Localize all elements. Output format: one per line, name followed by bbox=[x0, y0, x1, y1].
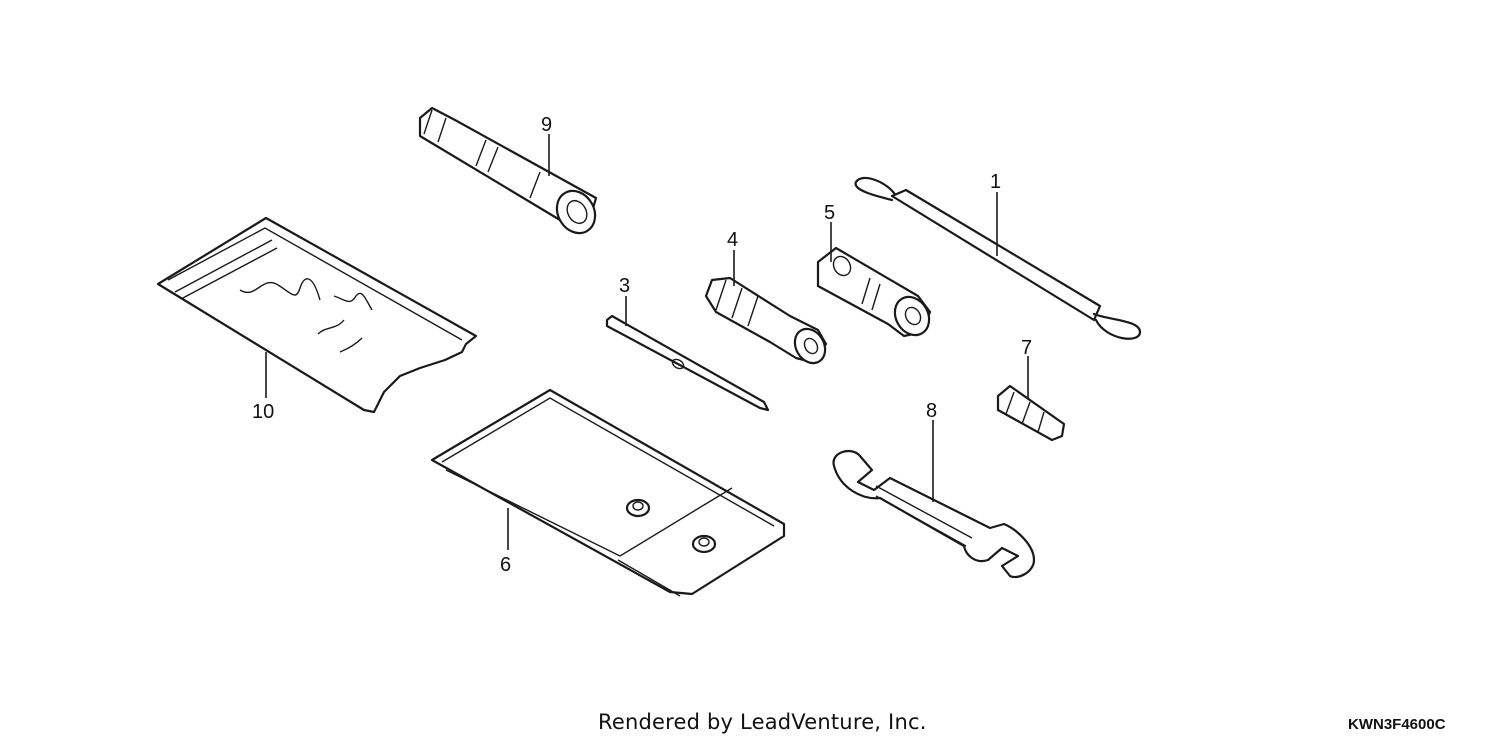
callout-3: 3 bbox=[619, 275, 630, 297]
part-8-open-end-wrench[interactable] bbox=[832, 449, 1036, 579]
part-4-screwdriver-handle[interactable] bbox=[704, 276, 831, 369]
footer-credit: Rendered by LeadVenture, Inc. bbox=[598, 710, 927, 734]
part-3-screwdriver-tip[interactable] bbox=[605, 314, 770, 412]
callout-7: 7 bbox=[1021, 337, 1032, 359]
callout-8: 8 bbox=[926, 400, 937, 422]
part-7-clip[interactable] bbox=[996, 384, 1066, 442]
part-5-plug-wrench[interactable] bbox=[816, 246, 936, 341]
callout-5: 5 bbox=[824, 202, 835, 224]
callout-1: 1 bbox=[990, 171, 1001, 193]
callout-4: 4 bbox=[727, 229, 738, 251]
callout-6: 6 bbox=[500, 554, 511, 576]
callout-10: 10 bbox=[252, 401, 274, 423]
part-9-box-wrench[interactable] bbox=[418, 106, 603, 240]
part-6-tool-bag[interactable] bbox=[430, 388, 786, 597]
diagram-code: KWN3F4600C bbox=[1348, 716, 1446, 733]
part-10-manual-pouch[interactable] bbox=[156, 216, 478, 414]
part-1-tool-strap[interactable] bbox=[854, 176, 1142, 340]
callout-9: 9 bbox=[541, 114, 552, 136]
